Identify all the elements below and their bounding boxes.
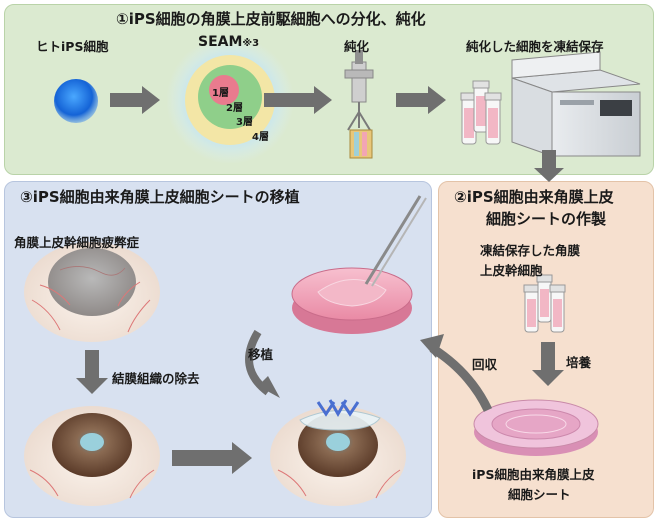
cell-sorter-icon [344,50,374,159]
sheet-dish-forceps [291,195,427,334]
cryo-tubes-panel2 [523,274,566,333]
label-layer-3: 3層 [236,117,253,128]
treated-eye [24,406,160,506]
transplanted-eye [270,399,406,506]
label-culture: 培養 [566,355,592,370]
label-layer-2: 2層 [226,103,243,114]
seam-rings [166,36,294,164]
arrow-ips-to-seam [110,86,160,114]
arrow-to-transplant [172,442,252,474]
label-ips-cells: ヒトiPS細胞 [36,39,109,54]
label-freeze: 純化した細胞を凍結保存 [466,39,604,54]
cryo-tubes-panel1 [460,80,502,145]
ips-cell-cluster [54,79,98,123]
label-removal: 結膜組織の除去 [112,371,200,386]
arrow-culture [532,342,564,386]
label-purify: 純化 [344,39,370,54]
label-frozen-line2: 上皮幹細胞 [480,263,543,278]
arrow-purify-to-freeze [396,86,446,114]
panel2-title-line1: ②iPS細胞由来角膜上皮 [454,188,614,206]
diseased-eye [24,242,160,342]
label-layer-4: 4層 [252,132,269,143]
label-frozen-line1: 凍結保存した角膜 [480,243,581,258]
panel1-title: ①iPS細胞の角膜上皮前駆細胞への分化、純化 [116,10,426,28]
arrow-removal [76,350,108,394]
label-transplant: 移植 [248,347,274,362]
culture-dish-sheet [473,399,599,456]
freezer-icon [511,51,641,157]
panel3-title: ③iPS細胞由来角膜上皮細胞シートの移植 [20,188,300,206]
label-seam: SEAM※3 [198,34,260,50]
arrow-freeze-to-sheet-panel [534,150,564,182]
panel2-title-line2: 細胞シートの作製 [486,210,607,228]
arrow-seam-to-purify [264,86,332,114]
label-recover: 回収 [472,357,498,372]
label-layer-1: 1層 [212,88,229,99]
label-sheet-line1: iPS細胞由来角膜上皮 [472,467,595,482]
arrow-recover [429,344,493,412]
label-disease: 角膜上皮幹細胞疲弊症 [14,235,140,250]
label-sheet-line2: 細胞シート [508,487,571,502]
